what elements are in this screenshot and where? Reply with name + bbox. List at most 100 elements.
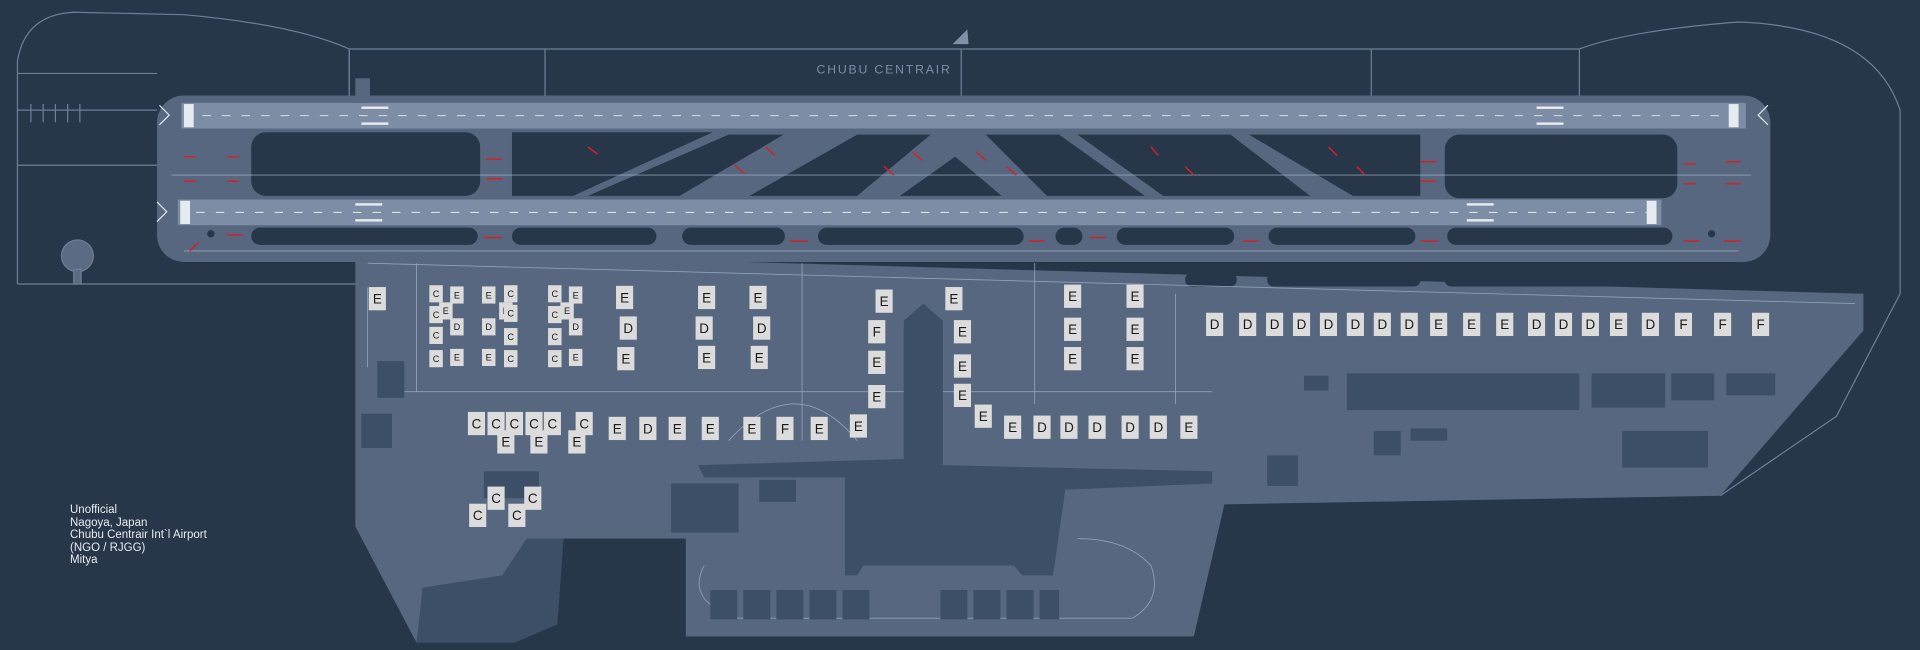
stand-marker	[1033, 415, 1051, 439]
stand-marker	[481, 348, 496, 367]
stand-marker	[530, 430, 548, 454]
stand-marker	[504, 350, 518, 368]
stand-marker	[1180, 415, 1198, 439]
stand-marker	[776, 416, 794, 441]
stand-category-label: E	[572, 435, 581, 450]
stand-category-label: C	[552, 289, 559, 299]
stand-marker	[743, 416, 761, 441]
stand-marker	[548, 328, 562, 346]
stand-marker	[1496, 312, 1514, 337]
stand-marker	[450, 286, 464, 304]
stand-marker	[695, 316, 713, 340]
stand-category-label: D	[699, 321, 709, 336]
stand-marker	[505, 411, 523, 436]
stand-category-label: C	[433, 331, 440, 341]
terminal-buildings	[361, 303, 1776, 643]
stand-category-label: C	[433, 354, 440, 364]
stand-category-label: C	[579, 416, 589, 431]
stand-marker	[548, 285, 562, 303]
stand-marker	[875, 289, 893, 313]
airport-name-label: CHUBU CENTRAIR	[817, 62, 952, 76]
stand-category-label: D	[1297, 317, 1307, 332]
stand-marker	[1430, 312, 1448, 337]
stand-marker	[617, 347, 635, 371]
stand-marker	[524, 486, 542, 510]
stand-category-label: E	[564, 306, 570, 316]
stand-marker	[548, 350, 562, 368]
stand-marker	[1060, 415, 1078, 439]
stand-category-label: E	[1184, 420, 1193, 435]
stand-category-label: E	[958, 388, 967, 403]
stand-category-label: E	[1614, 317, 1623, 332]
stand-category-label: F	[781, 421, 789, 436]
stand-marker	[1641, 312, 1659, 337]
stand-category-label: D	[1324, 317, 1334, 332]
stand-category-label: D	[757, 321, 767, 336]
stand-category-label: E	[815, 421, 824, 436]
stand-category-label: C	[507, 289, 514, 299]
stand-category-label: E	[373, 292, 382, 307]
stand-category-label: D	[1351, 317, 1361, 332]
info-line-status: Unofficial	[70, 504, 118, 516]
stand-marker	[1126, 317, 1144, 341]
stand-marker	[1149, 415, 1167, 439]
stand-marker	[575, 411, 593, 436]
stand-category-label: F	[1679, 317, 1687, 332]
stand-marker	[953, 320, 972, 344]
stand-category-label: D	[1559, 317, 1569, 332]
stand-category-label: D	[1092, 420, 1102, 435]
stand-marker	[701, 416, 719, 441]
stand-marker	[974, 404, 992, 428]
map-info-block: Unofficial Nagoya, Japan Chubu Centrair …	[70, 504, 207, 567]
stand-category-label: C	[510, 416, 520, 431]
stand-marker	[568, 318, 583, 336]
stand-category-label: C	[473, 508, 483, 523]
stand-category-label: D	[1377, 317, 1387, 332]
stand-category-label: E	[1068, 289, 1077, 304]
stand-category-label: C	[548, 416, 558, 431]
stand-category-label: E	[1131, 352, 1140, 367]
stand-category-label: E	[958, 325, 967, 340]
stand-marker	[368, 287, 386, 311]
stand-category-label: E	[1434, 317, 1443, 332]
stand-marker	[668, 416, 686, 441]
stand-marker	[429, 285, 443, 303]
stand-marker	[616, 285, 634, 310]
stand-category-label: C	[507, 354, 514, 364]
stand-marker	[753, 316, 771, 340]
stand-marker	[543, 411, 561, 436]
runway-north	[181, 102, 1746, 129]
stand-category-label: E	[443, 306, 449, 316]
stand-marker	[1088, 415, 1106, 439]
stand-marker	[450, 348, 464, 367]
stand-category-label: E	[1500, 317, 1509, 332]
stand-category-label: E	[872, 355, 881, 370]
stand-marker	[749, 285, 767, 310]
stand-marker	[1266, 312, 1284, 337]
stand-marker	[1126, 347, 1144, 371]
stand-category-label: C	[529, 416, 539, 431]
stand-marker	[1206, 312, 1224, 337]
stand-category-label: D	[454, 322, 461, 332]
stand-category-label: D	[1125, 420, 1135, 435]
stand-category-label: C	[433, 310, 440, 320]
info-line-location: Nagoya, Japan	[70, 516, 148, 529]
stand-marker	[568, 348, 583, 367]
stand-category-label: E	[573, 290, 579, 300]
stand-marker	[508, 503, 526, 527]
stand-category-label: C	[552, 332, 559, 342]
stand-category-label: C	[528, 491, 538, 506]
stand-marker	[1126, 284, 1144, 308]
stand-category-label: D	[1153, 420, 1163, 435]
stand-category-label: E	[620, 290, 629, 305]
stand-marker	[467, 411, 486, 436]
stand-category-label: E	[1131, 322, 1140, 337]
stand-marker	[548, 306, 562, 324]
stand-marker	[560, 302, 574, 320]
stand-category-label: E	[702, 350, 711, 365]
stand-category-label: E	[673, 421, 682, 436]
stand-marker	[868, 320, 886, 344]
stand-category-label: E	[1068, 352, 1077, 367]
stand-marker	[698, 285, 716, 310]
stand-category-label: E	[979, 409, 988, 424]
